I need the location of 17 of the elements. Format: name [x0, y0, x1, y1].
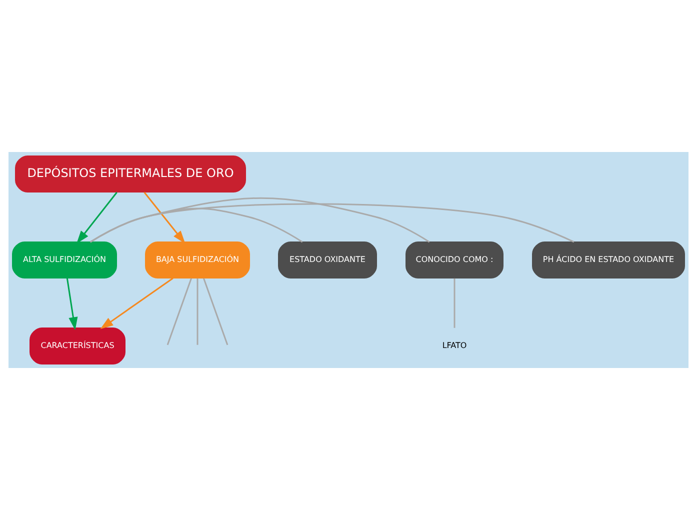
- node-box: ALTA SULFIDIZACIÓN: [12, 242, 117, 278]
- connector: [203, 278, 228, 346]
- node-box: BAJA SULFIDIZACIÓN: [145, 242, 250, 278]
- connector: [166, 278, 192, 346]
- connector: [196, 278, 198, 345]
- arrow: [100, 278, 174, 330]
- node-box: ESTADO OXIDANTE: [278, 242, 377, 278]
- arrow: [66, 278, 78, 330]
- node-box: PH ÁCIDO EN ESTADO OXIDANTE: [532, 242, 685, 278]
- arrow: [76, 192, 118, 244]
- node-box: CARACTERÍSTICAS: [30, 328, 126, 364]
- node-text: LFATO: [442, 340, 467, 350]
- connector: [90, 197, 430, 243]
- connector: [454, 278, 456, 328]
- node-box: CONOCIDO COMO :: [406, 242, 504, 278]
- node-box: DEPÓSITOS EPITERMALES DE ORO: [15, 156, 246, 192]
- arrow: [144, 192, 186, 244]
